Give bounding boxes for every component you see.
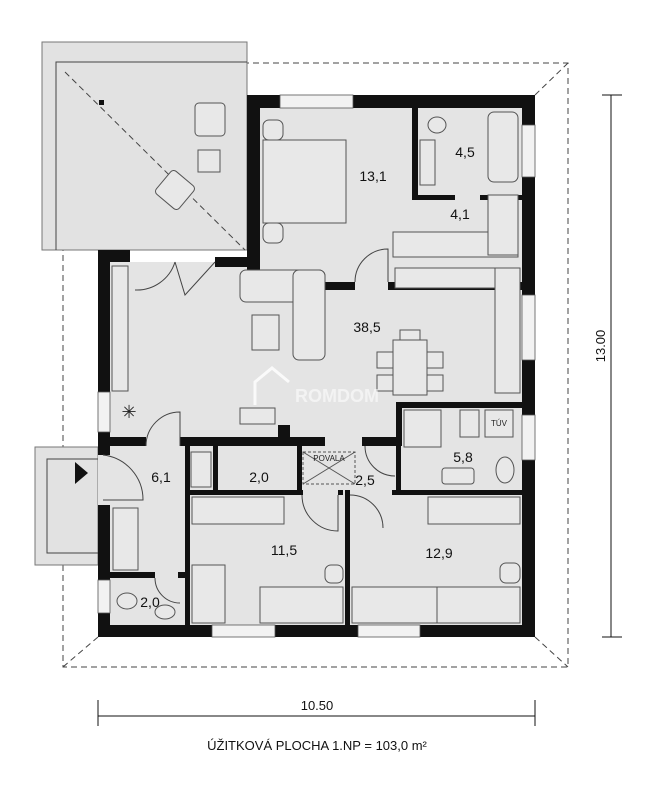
watermark-logo: ROMDOM (253, 366, 379, 406)
terrace-table (197, 149, 221, 173)
bathtub (487, 111, 519, 183)
chair (426, 374, 444, 392)
single-bed (259, 586, 344, 624)
wardrobe (191, 496, 285, 525)
windows (97, 94, 536, 638)
boiler (459, 409, 480, 438)
wardrobe (112, 507, 139, 571)
washing-machine (403, 409, 442, 448)
depth-label: 13.00 (593, 330, 608, 363)
entry-arrow-icon (75, 462, 88, 484)
toilet (116, 592, 138, 610)
wardrobe (487, 194, 519, 256)
roof-outline (62, 62, 569, 668)
sofa (292, 269, 326, 361)
width-label: 10.50 (301, 698, 334, 713)
kitchen-counter (494, 267, 521, 394)
double-bed (262, 139, 347, 224)
coffee-table (251, 314, 280, 351)
svg-text:ROMDOM: ROMDOM (295, 386, 379, 406)
desk (191, 564, 226, 624)
plant-icon: ✳ (121, 402, 136, 422)
doors (98, 248, 396, 604)
room-area-storage: 2,0 (249, 469, 269, 485)
desk (351, 586, 438, 624)
chair (376, 374, 394, 392)
sink (154, 604, 176, 620)
single-bed (436, 586, 521, 624)
dimension-depth: 13.00 (593, 94, 622, 638)
chair (376, 351, 394, 369)
chair (426, 351, 444, 369)
room-area-bathroom: 4,5 (455, 144, 475, 160)
nightstand (262, 222, 284, 244)
room-area-bedroom: 13,1 (359, 168, 386, 184)
terrace (41, 41, 248, 251)
double-sink (419, 139, 436, 186)
nightstand (499, 562, 521, 584)
radiator (239, 407, 276, 425)
room-area-utility: 5,8 (453, 449, 473, 465)
sink (441, 467, 475, 485)
toilet (427, 116, 447, 134)
attic-label: POVALA (313, 454, 345, 463)
dimension-width: 10.50 (97, 698, 536, 726)
boiler-label: TÚV (491, 419, 508, 428)
room-area-room-right: 12,9 (425, 545, 452, 561)
toilet (495, 456, 515, 484)
terrace-chair (155, 170, 195, 210)
room-area-living: 38,5 (353, 319, 380, 335)
nightstand (262, 119, 284, 141)
room-area-corridor: 2,5 (355, 472, 375, 488)
room-area-room-left: 11,5 (271, 542, 297, 558)
wardrobe (427, 496, 521, 525)
entry-step (34, 446, 99, 566)
chair (399, 329, 421, 341)
attic-hatch (302, 451, 356, 485)
terrace-chair (194, 102, 226, 137)
tv-cabinet (111, 265, 129, 392)
shoe-cabinet (190, 451, 212, 488)
dining-table (392, 339, 428, 396)
furniture: ✳ (111, 111, 521, 624)
floor-area-caption: ÚŽITKOVÁ PLOCHA 1.NP = 103,0 m² (207, 738, 427, 753)
room-area-wc: 2,0 (140, 594, 160, 610)
room-area-hall: 6,1 (151, 469, 171, 485)
tuv-tank (484, 409, 514, 438)
room-area-dressing: 4,1 (450, 206, 470, 222)
nightstand (324, 564, 344, 584)
